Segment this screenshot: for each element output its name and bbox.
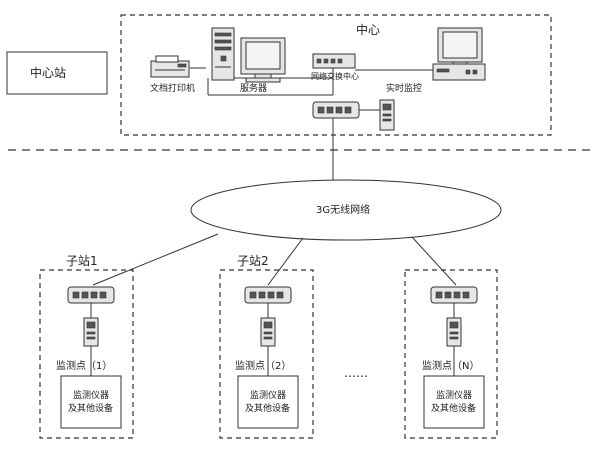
substation-router-icon bbox=[430, 286, 478, 304]
equipment-label-line2: 及其他设备 bbox=[431, 402, 476, 414]
monitor-point-label: 监测点（1） bbox=[56, 359, 112, 372]
equipment-label-line1: 监测仪器 bbox=[436, 389, 472, 401]
center-modem-icon bbox=[379, 99, 395, 131]
monitor-point-label: 监测点（N） bbox=[422, 359, 479, 372]
substation-boundary bbox=[39, 269, 134, 439]
center-router-icon bbox=[312, 101, 360, 119]
printer-label: 文档打印机 bbox=[150, 82, 195, 94]
realtime-monitor-workstation-icon bbox=[432, 27, 486, 81]
substation-modem-icon bbox=[260, 317, 276, 347]
substation-ellipsis: …… bbox=[344, 366, 368, 380]
substation-1: 子站1 监测点（1） 监测仪器 及其他设备 bbox=[39, 254, 134, 439]
substation-boundary bbox=[219, 269, 314, 439]
wireless-network-label: 3G无线网络 bbox=[316, 203, 370, 216]
network-link-n bbox=[411, 236, 457, 286]
substation-modem-icon bbox=[446, 317, 462, 347]
network-link-2 bbox=[267, 237, 304, 286]
equipment-box bbox=[237, 375, 299, 429]
substation-2: 子站2 监测点（2） 监测仪器 及其他设备 bbox=[219, 254, 314, 439]
substation-modem-icon bbox=[83, 317, 99, 347]
equipment-label-line2: 及其他设备 bbox=[68, 402, 113, 414]
substation-boundary bbox=[404, 269, 498, 439]
substation-router-icon bbox=[244, 286, 292, 304]
printer-icon bbox=[150, 55, 206, 78]
center-label: 中心 bbox=[356, 22, 380, 37]
central-station-label: 中心站 bbox=[30, 65, 66, 80]
equipment-box bbox=[60, 375, 122, 429]
substation-title: 子站2 bbox=[237, 254, 269, 268]
server-tower-icon bbox=[211, 27, 235, 81]
equipment-box bbox=[423, 375, 485, 429]
substation-router-icon bbox=[67, 286, 115, 304]
center-lan-wiring bbox=[207, 68, 433, 96]
central-station-box bbox=[6, 51, 108, 95]
network-link-1 bbox=[92, 233, 219, 286]
equipment-label-line1: 监测仪器 bbox=[73, 389, 109, 401]
server-monitor-icon bbox=[240, 37, 286, 83]
equipment-label-line1: 监测仪器 bbox=[250, 389, 286, 401]
switch-center-label: 网络交换中心 bbox=[311, 71, 359, 81]
monitor-point-label: 监测点（2） bbox=[235, 359, 291, 372]
wireless-network-ellipse bbox=[190, 179, 502, 241]
equipment-label-line2: 及其他设备 bbox=[245, 402, 290, 414]
center-boundary bbox=[120, 14, 552, 136]
realtime-monitor-label: 实时监控 bbox=[386, 82, 422, 94]
server-label: 服务器 bbox=[240, 82, 267, 94]
switch-center-icon bbox=[312, 53, 356, 69]
substation-title: 子站1 bbox=[66, 254, 98, 268]
substation-n: 监测点（N） 监测仪器 及其他设备 bbox=[404, 269, 498, 439]
